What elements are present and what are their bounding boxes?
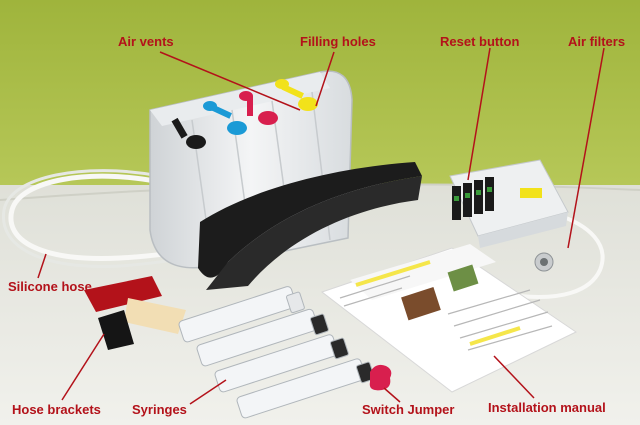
black-ink-plug: [171, 117, 206, 149]
air-filter: [534, 252, 554, 272]
hose-brackets-label: Hose brackets: [12, 402, 101, 417]
switch-jumper: [369, 364, 392, 391]
air-vents-leader: [159, 51, 301, 111]
hose-brackets-leader: [61, 333, 105, 401]
silicone-hose-label: Silicone hose: [8, 279, 92, 294]
syringes-label: Syringes: [132, 402, 187, 417]
air-filters-label: Air filters: [568, 34, 626, 49]
syringe-2: [196, 308, 329, 367]
air-vents-label: Air vents: [118, 34, 174, 49]
switch-jumper-leader: [383, 387, 401, 403]
filling-holes-leader: [315, 51, 335, 107]
magenta-ink-plug: [239, 91, 278, 125]
syringes-leader: [189, 379, 227, 405]
reset-button-leader: [467, 47, 491, 181]
hose-brackets: [84, 276, 186, 350]
tank-cover: [198, 162, 422, 278]
callout-lines: [37, 47, 605, 405]
reset-button: [454, 187, 492, 201]
air-filters-leader: [567, 47, 605, 249]
installation-manual: [320, 244, 577, 393]
switch-jumper-label: Switch Jumper: [362, 402, 455, 417]
silicone-hose-leader: [37, 253, 47, 279]
syringes: [178, 286, 375, 419]
syringe-1: [178, 286, 305, 343]
cartridge-set: [449, 159, 569, 248]
filling-holes-label: Filling holes: [300, 34, 376, 49]
installation-manual-leader: [493, 355, 535, 399]
reset-button-label: Reset button: [440, 34, 520, 49]
installation-manual-label: Installation manual: [488, 400, 606, 415]
cyan-ink-plug: [203, 101, 247, 135]
syringe-3: [214, 334, 349, 393]
yellow-ink-plug: [275, 79, 318, 111]
